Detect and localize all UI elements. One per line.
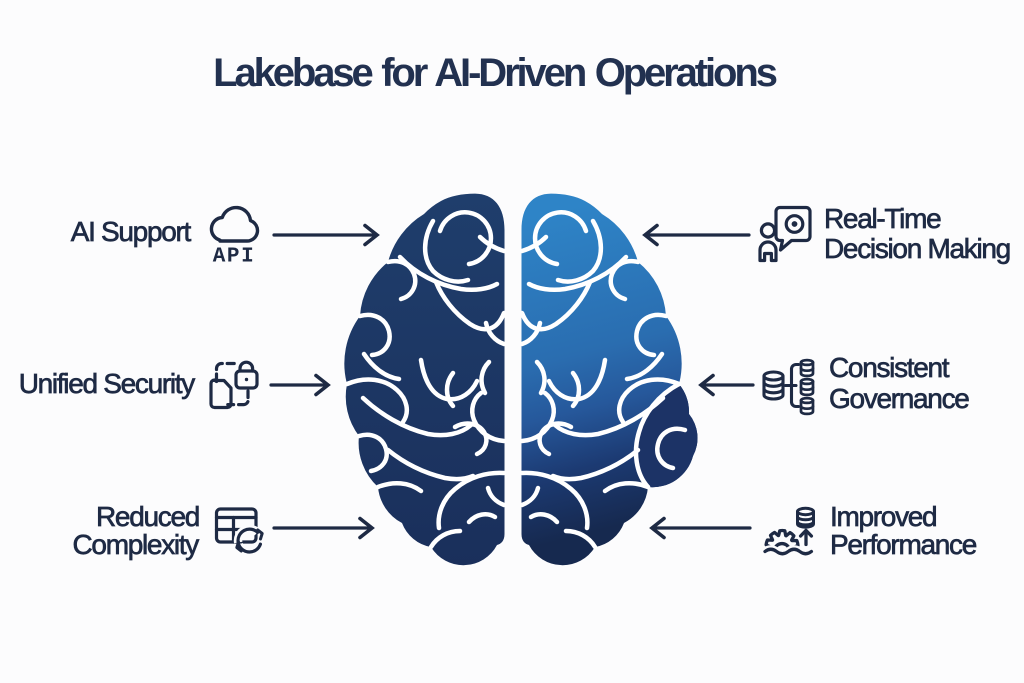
svg-text:Real-Time: Real-Time: [824, 203, 941, 234]
svg-text:Governance: Governance: [829, 383, 969, 414]
svg-text:Performance: Performance: [830, 529, 977, 560]
svg-text:API: API: [213, 246, 256, 269]
svg-text:Complexity: Complexity: [73, 529, 200, 560]
svg-text:Decision Making: Decision Making: [824, 233, 1010, 264]
svg-text:Unified Security: Unified Security: [19, 368, 196, 399]
svg-text:Improved: Improved: [830, 501, 936, 532]
svg-text:Consistent: Consistent: [829, 352, 950, 383]
svg-text:AI Support: AI Support: [71, 216, 192, 247]
svg-text:Reduced: Reduced: [96, 501, 199, 532]
svg-text:Lakebase for AI-Driven Operati: Lakebase for AI-Driven Operations: [213, 51, 777, 95]
